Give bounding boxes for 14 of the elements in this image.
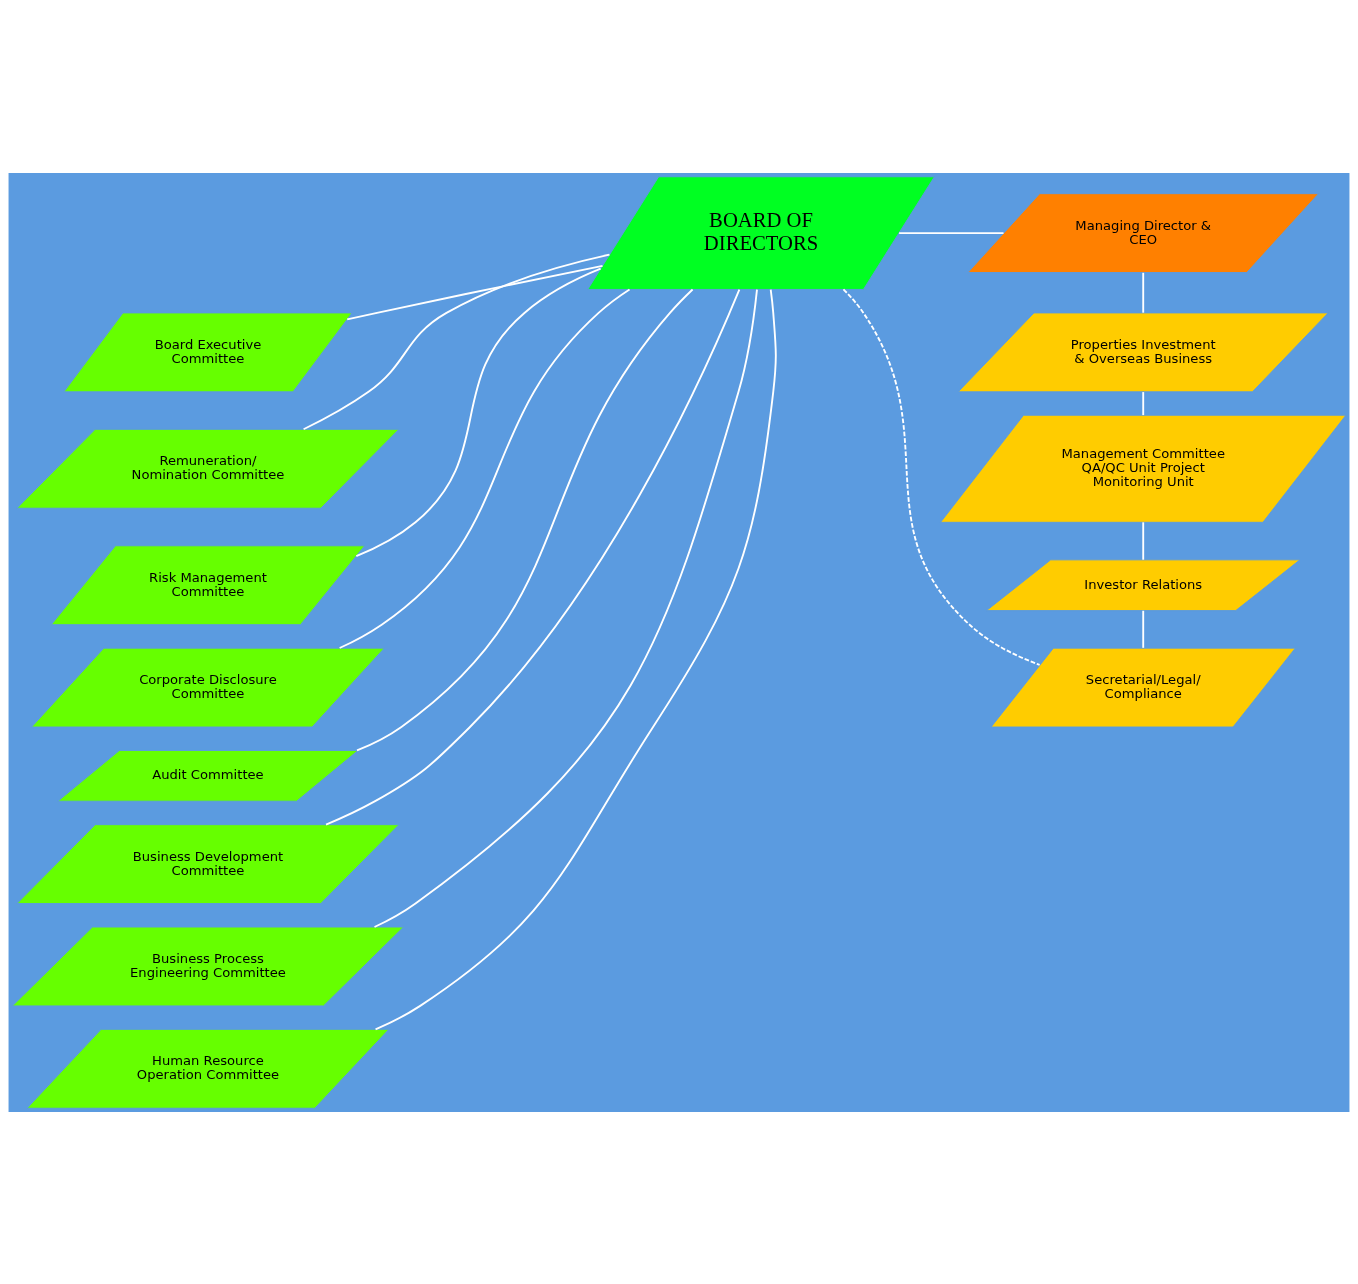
connector — [842, 288, 1041, 666]
connector — [346, 264, 604, 320]
connector — [302, 253, 611, 430]
connector — [1142, 520, 1145, 561]
connector — [373, 288, 758, 928]
connector — [356, 288, 694, 751]
connector — [374, 288, 777, 1030]
connector — [898, 231, 1005, 234]
connector — [1142, 271, 1145, 314]
connector — [338, 288, 631, 649]
connector — [1142, 390, 1145, 416]
connector — [325, 288, 741, 826]
connector — [1142, 609, 1145, 649]
connector — [355, 267, 602, 557]
